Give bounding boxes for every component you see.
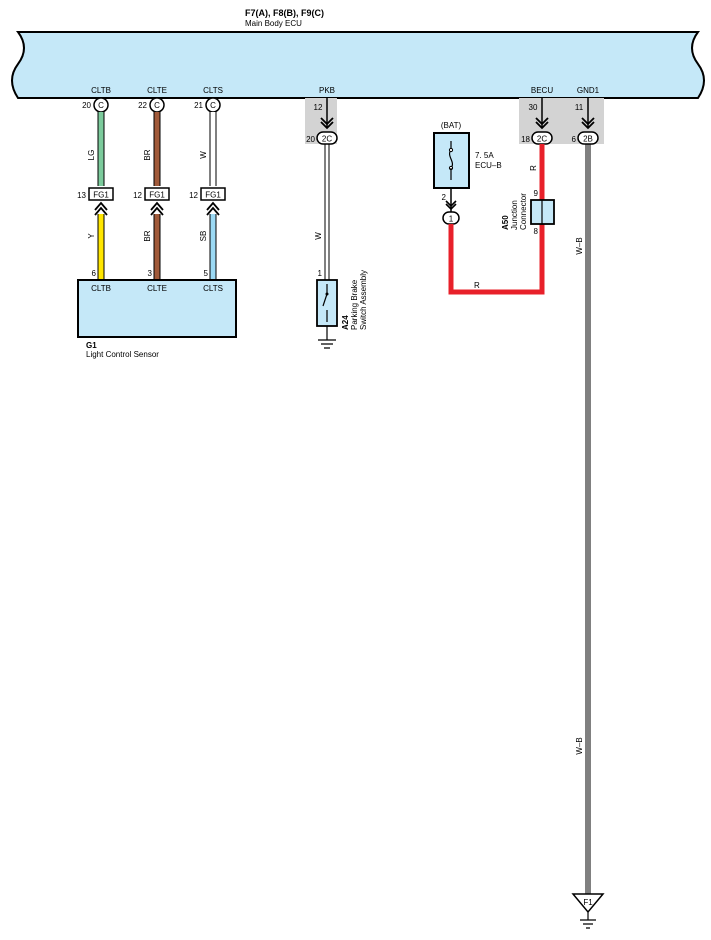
fg1-clte-pin: 12 <box>133 191 142 200</box>
fg1-clts-pin: 12 <box>189 191 198 200</box>
pkb-ground-icon <box>318 339 336 349</box>
sensor-pin-clts-num: 5 <box>204 269 209 278</box>
becu-pin-num: 18 <box>521 135 530 144</box>
sensor-pin-clts-label: CLTS <box>203 284 223 293</box>
becu-chevron-icon <box>535 117 549 130</box>
fuse-chevron-icon <box>445 200 457 211</box>
fg1-clts-connector <box>200 187 226 201</box>
fg1-cltb-chevron-icon <box>94 201 108 216</box>
junction-name-2: Connector <box>519 193 528 230</box>
gnd1-conn-id: 2B <box>583 135 593 144</box>
fg1-cltb-connector <box>88 187 114 201</box>
pkb-chevron-icon <box>320 117 334 130</box>
ecu-codes: F7(A), F8(B), F9(C) <box>245 8 324 18</box>
pkb-pin-num: 20 <box>306 135 315 144</box>
ground-label: F1 <box>583 898 593 907</box>
sensor-pin-cltb-num: 6 <box>92 269 97 278</box>
pin-label-clts: CLTS <box>203 86 223 95</box>
pin-label-gnd1: GND1 <box>577 86 600 95</box>
becu-pin-top-num: 30 <box>529 103 538 112</box>
becu-conn-id: 2C <box>537 135 547 144</box>
fuse-source: (BAT) <box>441 121 462 130</box>
switch-pivot-icon <box>325 292 329 296</box>
clts-conn-id: C <box>210 101 216 110</box>
wire-pkb-color: W <box>314 232 323 240</box>
sensor-pin-clte-label: CLTE <box>147 284 167 293</box>
fuse-pin: 2 <box>442 193 447 202</box>
wire-clte-upper-color: BR <box>143 149 152 160</box>
junction-pin-bottom: 8 <box>534 227 539 236</box>
pin-label-becu: BECU <box>531 86 553 95</box>
junction-name-1: Junction <box>510 200 519 230</box>
wire-cltb-upper-color: LG <box>87 150 96 161</box>
cltb-conn-id: C <box>98 101 104 110</box>
ground-point-f1 <box>571 893 605 914</box>
wire-gnd-lower-color: W–B <box>575 737 584 754</box>
pkb-name-2: Switch Assembly <box>359 270 368 330</box>
pin-label-pkb: PKB <box>319 86 335 95</box>
pkb-conn-id: 2C <box>322 135 332 144</box>
fg1-cltb-label: FG1 <box>93 191 109 200</box>
pkb-pin-top-num: 12 <box>314 103 323 112</box>
fg1-clte-chevron-icon <box>150 201 164 216</box>
wire-bat-color: R <box>474 281 480 290</box>
clte-conn-id: C <box>154 101 160 110</box>
clte-pin-num: 22 <box>138 101 147 110</box>
gnd1-pin-num: 6 <box>572 135 577 144</box>
fuse-conn-id: 1 <box>449 215 454 224</box>
sensor-name: Light Control Sensor <box>86 350 159 359</box>
ecu-name: Main Body ECU <box>245 19 302 28</box>
fg1-clts-chevron-icon <box>206 201 220 216</box>
fuse-rating: 7. 5A <box>475 151 494 160</box>
pkb-name-1: Parking Brake <box>350 279 359 330</box>
fuse-terminal-top <box>448 147 454 153</box>
gnd1-pin-top-num: 11 <box>575 103 584 112</box>
wire-becu-color: R <box>529 165 538 171</box>
wire-gnd-upper-color: W–B <box>575 237 584 254</box>
wire-cltb-lower-color: Y <box>87 233 96 239</box>
gnd1-chevron-icon <box>581 117 595 130</box>
cltb-pin-num: 20 <box>82 101 91 110</box>
pkb-connector <box>316 131 338 145</box>
wire-clte-lower-color: BR <box>143 230 152 241</box>
fg1-cltb-pin: 13 <box>77 191 86 200</box>
junction-id: A50 <box>501 215 510 230</box>
pkb-switch-pin: 1 <box>318 269 323 278</box>
sensor-pin-clte-num: 3 <box>148 269 153 278</box>
fg1-clts-label: FG1 <box>205 191 221 200</box>
junction-pin-top: 9 <box>534 189 539 198</box>
wire-bat-red <box>448 224 545 295</box>
ground-symbol-icon <box>580 919 596 929</box>
fuse-name: ECU–B <box>475 161 502 170</box>
pin-label-clte: CLTE <box>147 86 167 95</box>
clts-pin-num: 21 <box>194 101 203 110</box>
main-body-ecu <box>11 31 705 99</box>
fg1-clte-connector <box>144 187 170 201</box>
pkb-id: A24 <box>341 315 350 330</box>
sensor-pin-cltb-label: CLTB <box>91 284 111 293</box>
fg1-clte-label: FG1 <box>149 191 165 200</box>
wire-clts-upper-color: W <box>199 151 208 159</box>
wire-clts-lower-color: SB <box>199 231 208 242</box>
light-control-sensor <box>77 279 237 338</box>
sensor-id: G1 <box>86 341 97 350</box>
pin-label-cltb: CLTB <box>91 86 111 95</box>
